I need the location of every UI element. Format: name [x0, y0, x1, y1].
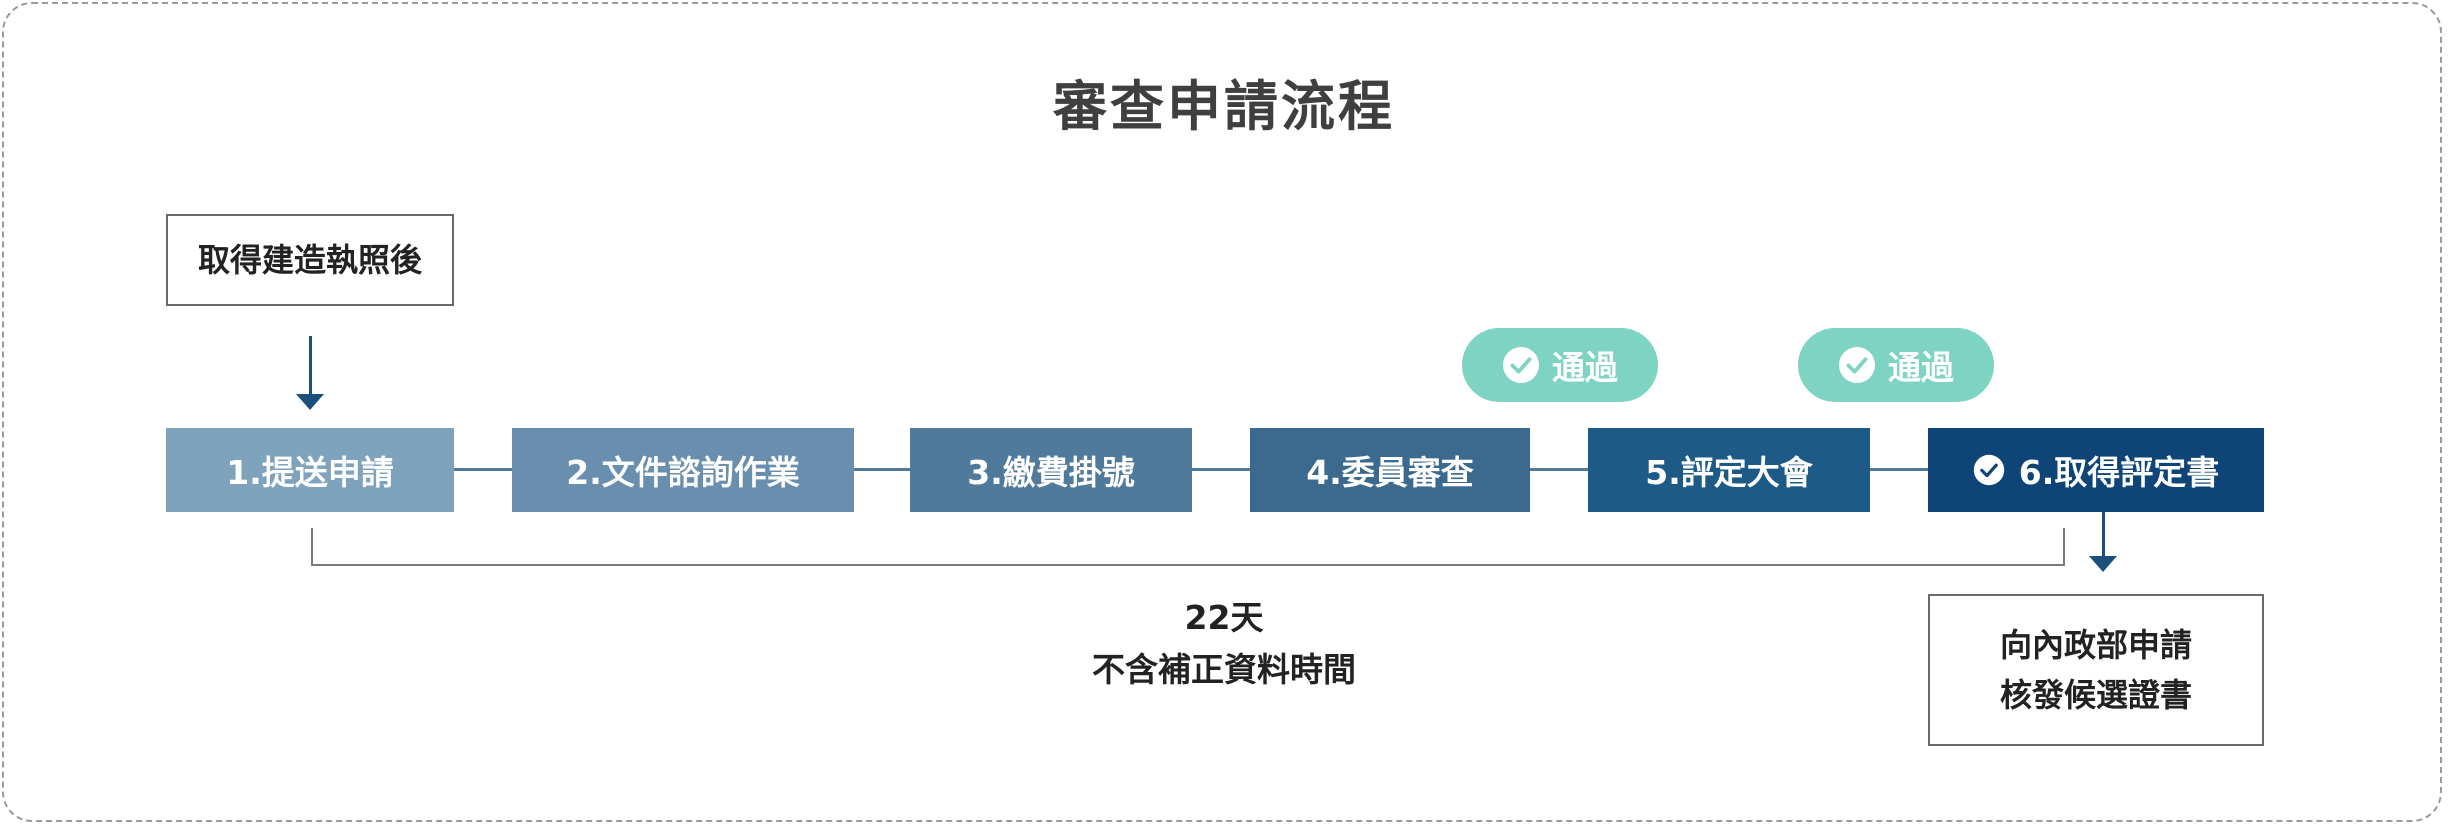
step-connector [1870, 468, 1928, 471]
start-note-text: 取得建造執照後 [197, 241, 422, 279]
step-document-consultation: 2.文件諮詢作業 [512, 428, 854, 512]
step-obtain-certificate: 6.取得評定書 [1928, 428, 2264, 512]
duration-note: 不含補正資料時間 [1092, 650, 1356, 689]
start-note-box: 取得建造執照後 [166, 214, 454, 306]
step-payment-registration: 3.繳費掛號 [910, 428, 1192, 512]
step-label: 6.取得評定書 [2018, 453, 2220, 492]
end-arrow-line [2102, 512, 2105, 558]
start-arrow-line [309, 336, 312, 396]
step-label: 3.繳費掛號 [967, 453, 1135, 492]
diagram-title: 審查申請流程 [1053, 75, 1395, 138]
step-label: 4.委員審查 [1306, 453, 1474, 492]
end-note-line2: 核發候選證書 [1999, 676, 2192, 714]
duration-days: 22天 [1184, 598, 1264, 637]
end-note-box: 向內政部申請 核發候選證書 [1928, 594, 2264, 746]
step-connector [1192, 468, 1250, 471]
step-submit-application: 1.提送申請 [166, 428, 454, 512]
duration-text: 22天 不含補正資料時間 [0, 592, 2448, 696]
pass-badge-label: 通過 [1888, 348, 1954, 387]
end-arrow-head-icon [2089, 556, 2117, 572]
step-committee-review: 4.委員審查 [1250, 428, 1530, 512]
check-circle-icon [1502, 346, 1540, 384]
step-label: 2.文件諮詢作業 [566, 453, 800, 492]
pass-badge-assembly: 通過 [1798, 328, 1994, 402]
duration-bracket [311, 528, 2065, 566]
end-note-line1: 向內政部申請 [1999, 626, 2192, 664]
step-connector [1530, 468, 1588, 471]
pass-badge-committee: 通過 [1462, 328, 1658, 402]
start-arrow-head-icon [296, 394, 324, 410]
step-label: 1.提送申請 [226, 453, 394, 492]
step-evaluation-assembly: 5.評定大會 [1588, 428, 1870, 512]
step-label: 5.評定大會 [1645, 453, 1813, 492]
check-circle-icon [1838, 346, 1876, 384]
check-circle-icon [1973, 454, 2004, 486]
pass-badge-label: 通過 [1552, 348, 1618, 387]
step-connector [854, 468, 910, 471]
step-connector [454, 468, 512, 471]
